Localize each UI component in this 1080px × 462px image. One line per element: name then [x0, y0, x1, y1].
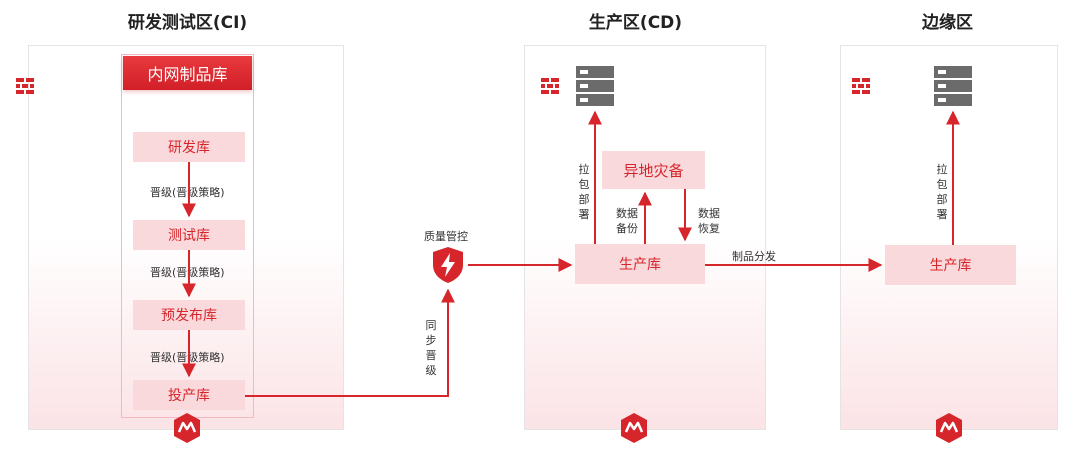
- quality-control-label: 质量管控: [424, 230, 468, 243]
- distribute-label: 制品分发: [732, 250, 776, 263]
- sync-promote-label: 同步晋级: [425, 319, 437, 377]
- arrow-prod-to-control: [245, 288, 455, 397]
- firewall-icon: [16, 78, 34, 94]
- zone-title-edge: 边缘区: [922, 13, 973, 33]
- promote-label-3: 晋级(晋级策略): [150, 351, 225, 364]
- logo-icon: [174, 413, 200, 443]
- zone-title-ci: 研发测试区(CI): [127, 13, 248, 33]
- dr-box[interactable]: 异地灾备: [602, 151, 705, 189]
- prerelease-repo-box[interactable]: 预发布库: [133, 300, 245, 330]
- dev-repo-box[interactable]: 研发库: [133, 132, 245, 162]
- edge-pull-deploy-label: 拉包部署: [936, 163, 948, 221]
- shield-lightning-icon: [433, 247, 463, 283]
- zone-title-cd: 生产区(CD): [588, 13, 683, 33]
- cd-pull-deploy-label: 拉包部署: [578, 163, 590, 221]
- firewall-icon: [852, 78, 870, 94]
- test-repo-box[interactable]: 测试库: [133, 220, 245, 250]
- backup-label: 数据备份: [616, 207, 638, 235]
- promote-label-1: 晋级(晋级策略): [150, 186, 225, 199]
- production-repo-box[interactable]: 投产库: [133, 380, 245, 410]
- intranet-repo-header: 内网制品库: [123, 56, 252, 90]
- promote-label-2: 晋级(晋级策略): [150, 266, 225, 279]
- restore-label: 数据恢复: [698, 207, 720, 235]
- logo-icon: [621, 413, 647, 443]
- logo-icon: [936, 413, 962, 443]
- server-icon: [934, 66, 972, 106]
- edge-prod-repo-box[interactable]: 生产库: [885, 245, 1016, 285]
- firewall-icon: [541, 78, 559, 94]
- server-icon: [576, 66, 614, 106]
- zone-edge: [840, 45, 1058, 430]
- cd-prod-repo-box[interactable]: 生产库: [575, 244, 705, 284]
